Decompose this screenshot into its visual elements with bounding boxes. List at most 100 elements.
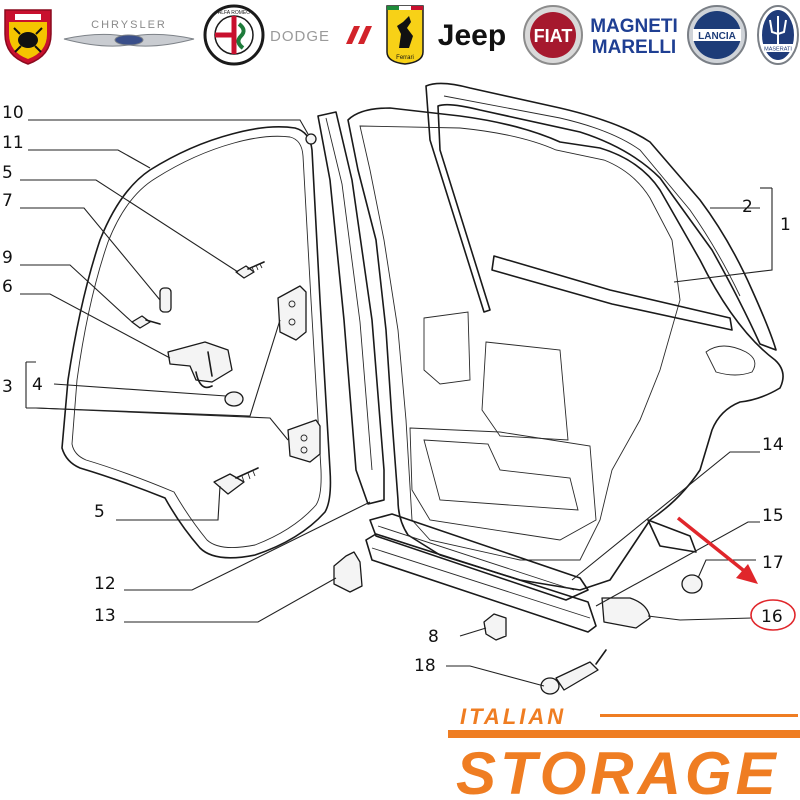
callout-8: 8 (428, 627, 439, 647)
leader-lines (20, 119, 773, 687)
maserati-logo: MASERATI (756, 4, 800, 66)
leader-17 (697, 559, 756, 579)
callout-16: 16 (761, 607, 783, 627)
magneti-wordmark: MAGNETI (590, 16, 678, 37)
chrysler-logo: CHRYSLER (62, 4, 196, 66)
part-16-end-cap (601, 597, 651, 629)
callout-9: 9 (2, 248, 13, 268)
leader-8 (459, 627, 487, 637)
leader-13 (124, 577, 337, 623)
leader-5-lower (116, 485, 221, 521)
part-pillar-strip-inner (325, 117, 373, 471)
maserati-wordmark: MASERATI (764, 47, 792, 53)
part-18-fastener (540, 649, 607, 695)
part-1-door-panel-inner (359, 125, 681, 561)
abarth-logo (0, 4, 56, 66)
chrysler-wordmark: CHRYSLER (91, 19, 167, 31)
part-2-window-frame-inner (443, 95, 741, 297)
brand-logo-bar: CHRYSLER ALFA ROMEO DODGE (0, 0, 800, 70)
leader-4 (53, 383, 227, 397)
leader-5-upper (20, 179, 239, 273)
callout-12: 12 (94, 574, 116, 594)
leader-16 (647, 615, 753, 621)
marelli-wordmark: MARELLI (592, 37, 676, 58)
door-handle-recess (705, 345, 756, 376)
callout-15: 15 (762, 506, 784, 526)
part-13-clip (333, 551, 363, 593)
part-14-sill-strip-inner (377, 525, 575, 591)
part-11-door-seal-inner (71, 135, 322, 549)
part-10-plug (305, 133, 317, 145)
part-3-hinge-lower (287, 419, 321, 463)
logo-line-storage: STORAGE (456, 740, 780, 800)
magneti-marelli-logo: MAGNETI MARELLI (588, 4, 680, 66)
part-14-sill-strip (369, 513, 589, 601)
highlight-part-16 (676, 516, 796, 631)
ferrari-logo: Ferrari (384, 4, 426, 66)
leader-18 (446, 665, 545, 687)
abarth-shield-icon (4, 9, 52, 65)
leader-1 (673, 188, 773, 283)
part-11-door-seal (61, 126, 332, 559)
callout-10: 10 (2, 103, 24, 123)
callout-3: 3 (2, 377, 13, 397)
leader-12 (124, 501, 371, 591)
ferrari-wordmark: Ferrari (396, 55, 414, 61)
alfa-romeo-badge-icon: ALFA ROMEO (203, 4, 265, 66)
inner-panel-cutout-upper (423, 311, 471, 385)
lancia-badge-icon: LANCIA (687, 5, 747, 65)
part-15-lower-trim (365, 533, 597, 633)
leader-9 (20, 264, 133, 323)
callout-5-lower: 5 (94, 502, 105, 522)
highlight-arrow-head-icon (736, 564, 758, 584)
fiat-logo: FIAT (522, 4, 584, 66)
callout-11: 11 (2, 133, 24, 153)
italian-storage-logo: ITALIAN STORAGE (448, 704, 800, 800)
inner-panel-cutout-middle (481, 341, 569, 441)
part-17-plug (681, 574, 703, 594)
part-5-bolt-lower (213, 467, 259, 495)
leader-15 (595, 521, 760, 607)
leader-14 (571, 451, 760, 581)
fiat-wordmark: FIAT (534, 26, 573, 46)
alfa-romeo-wordmark: ALFA ROMEO (218, 10, 250, 16)
chrysler-wings-icon: CHRYSLER (63, 19, 195, 47)
callout-4: 4 (32, 375, 43, 395)
part-6-lock-bracket (167, 341, 233, 389)
part-1-door-panel (347, 107, 784, 591)
part-8-clip (483, 613, 507, 641)
dodge-logo: DODGE (268, 4, 374, 66)
leader-6 (20, 293, 171, 359)
leader-11 (28, 149, 151, 169)
part-7-bushing (159, 287, 172, 313)
callout-5-upper: 5 (2, 163, 13, 183)
leader-3-upper (35, 319, 281, 417)
jeep-logo: Jeep (428, 4, 516, 66)
maserati-trident-icon: MASERATI (757, 5, 799, 65)
callout-17: 17 (762, 553, 784, 573)
lancia-wordmark: LANCIA (698, 31, 736, 42)
ferrari-shield-icon: Ferrari (386, 5, 424, 65)
fiat-badge-icon: FIAT (523, 5, 583, 65)
callout-labels: 10 11 5 7 9 6 4 3 5 12 13 2 1 14 15 17 1… (2, 103, 791, 676)
dodge-stripes-icon: DODGE (270, 26, 372, 45)
part-3-hinge-upper (277, 285, 307, 341)
highlight-arrow-shaft (676, 516, 750, 576)
dodge-wordmark: DODGE (270, 28, 330, 45)
logo-line-italian: ITALIAN (460, 704, 566, 729)
callout-1: 1 (780, 215, 791, 235)
part-9-screw (131, 315, 161, 329)
inner-panel-cutout-lower-2 (423, 439, 579, 511)
callout-14: 14 (762, 435, 784, 455)
leader-7 (20, 207, 161, 301)
jeep-wordmark-icon: Jeep (438, 19, 506, 52)
part-2-window-frame (425, 82, 777, 351)
magneti-marelli-wordmark-icon: MAGNETI MARELLI (590, 16, 678, 58)
callout-13: 13 (94, 606, 116, 626)
lancia-logo: LANCIA (684, 4, 750, 66)
callout-7: 7 (2, 191, 13, 211)
part-15-lower-trim-inner (371, 547, 591, 619)
part-5-bolt-upper (235, 261, 265, 279)
